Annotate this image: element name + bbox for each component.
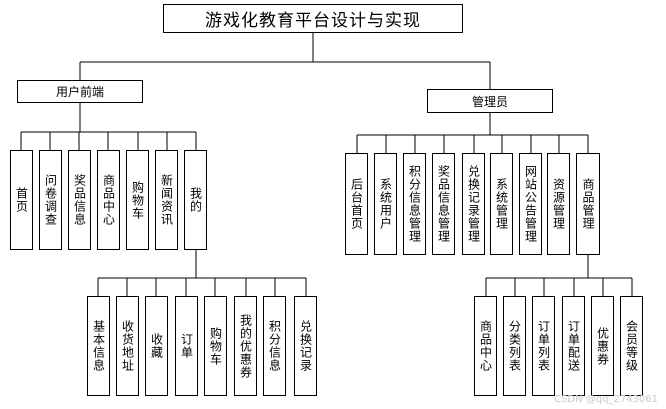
node-label: 新闻资讯 — [159, 174, 174, 226]
mine-item-orders: 订单 — [175, 296, 198, 396]
node-label: 积分信息 — [267, 320, 282, 372]
node-label: 基本信息 — [91, 320, 106, 372]
admin-item-goods-mgmt: 商品管理 — [576, 153, 600, 255]
node-label: 订单配送 — [566, 320, 581, 372]
user-front-label: 用户前端 — [55, 85, 104, 99]
user-item-mine: 我的 — [184, 150, 207, 250]
node-label: 系统用户 — [378, 178, 393, 230]
admin-item-system-mgmt: 系统管理 — [490, 153, 513, 255]
goods-item-center: 商品中心 — [474, 296, 497, 396]
node-label: 网站公告管理 — [523, 165, 538, 243]
node-label: 奖品信息 — [72, 174, 87, 226]
node-label: 资源管理 — [551, 178, 566, 230]
user-item-goods-center: 商品中心 — [97, 150, 120, 250]
node-label: 兑换记录 — [298, 320, 313, 372]
user-item-news: 新闻资讯 — [155, 150, 178, 250]
admin-item-system-users: 系统用户 — [374, 153, 397, 255]
node-label: 商品中心 — [101, 174, 116, 226]
admin-item-redeem-mgmt: 兑换记录管理 — [462, 153, 485, 255]
node-label: 奖品信息管理 — [436, 165, 451, 243]
admin-node: 管理员 — [427, 89, 553, 113]
mine-item-points: 积分信息 — [263, 296, 286, 396]
node-label: 订单 — [179, 333, 194, 359]
admin-item-notice-mgmt: 网站公告管理 — [519, 153, 542, 255]
goods-item-coupons: 优惠券 — [591, 296, 614, 396]
node-label: 收货地址 — [120, 320, 135, 372]
node-label: 商品管理 — [581, 178, 595, 230]
user-item-survey: 问卷调查 — [39, 150, 62, 250]
mine-item-address: 收货地址 — [116, 296, 139, 396]
root-node: 游戏化教育平台设计与实现 — [163, 4, 463, 33]
watermark: CSDN @qq_2743061 — [554, 394, 658, 405]
node-label: 购物车 — [208, 326, 223, 366]
node-label: 收藏 — [149, 333, 164, 359]
node-label: 订单列表 — [536, 320, 551, 372]
goods-item-orders: 订单列表 — [532, 296, 555, 396]
goods-item-member-levels: 会员等级 — [620, 296, 643, 396]
node-label: 分类列表 — [507, 320, 522, 372]
node-label: 商品中心 — [478, 320, 493, 372]
goods-item-categories: 分类列表 — [503, 296, 526, 396]
node-label: 我的 — [188, 187, 203, 213]
root-label: 游戏化教育平台设计与实现 — [205, 11, 421, 31]
mine-item-redeem-records: 兑换记录 — [294, 296, 317, 396]
admin-item-dashboard: 后台首页 — [345, 153, 368, 255]
node-label: 兑换记录管理 — [466, 165, 481, 243]
node-label: 会员等级 — [624, 320, 639, 372]
mine-item-coupons: 我的优惠券 — [234, 296, 257, 396]
mine-item-favorites: 收藏 — [145, 296, 168, 396]
node-label: 购物车 — [130, 180, 145, 220]
node-label: 后台首页 — [349, 178, 364, 230]
user-item-home: 首页 — [10, 150, 33, 250]
mine-item-basic-info: 基本信息 — [87, 296, 110, 396]
admin-item-points-mgmt: 积分信息管理 — [403, 153, 426, 255]
node-label: 积分信息管理 — [407, 165, 422, 243]
admin-item-resource-mgmt: 资源管理 — [547, 153, 570, 255]
node-label: 首页 — [14, 187, 29, 213]
user-front-node: 用户前端 — [17, 80, 143, 103]
admin-label: 管理员 — [471, 94, 508, 109]
node-label: 我的优惠券 — [238, 313, 253, 379]
node-label: 优惠券 — [595, 326, 610, 366]
user-item-cart: 购物车 — [126, 150, 149, 250]
user-item-prize-info: 奖品信息 — [68, 150, 91, 250]
node-label: 问卷调查 — [43, 174, 58, 226]
admin-item-prize-mgmt: 奖品信息管理 — [432, 153, 455, 255]
goods-item-delivery: 订单配送 — [562, 296, 585, 396]
node-label: 系统管理 — [494, 178, 509, 230]
mine-item-cart: 购物车 — [204, 296, 227, 396]
